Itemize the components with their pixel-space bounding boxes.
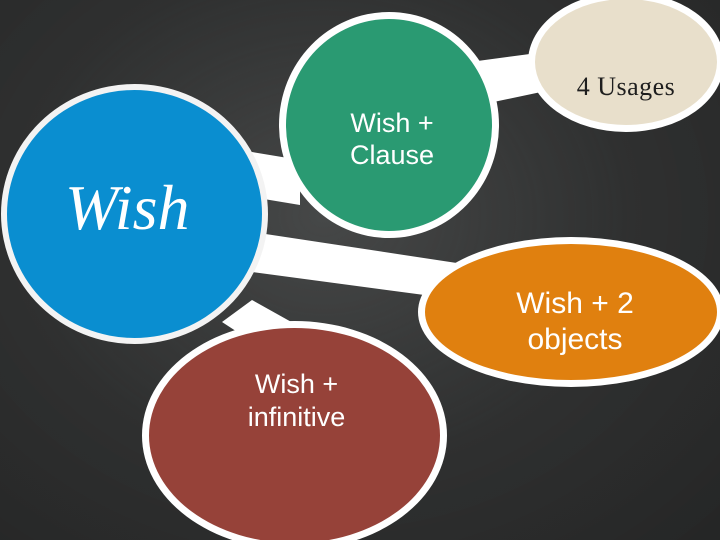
- node-wish-clause: Wish + Clause: [279, 12, 499, 238]
- node-usages-label: 4 Usages: [576, 72, 676, 102]
- node-wish-infinitive: Wish + infinitive: [142, 321, 447, 540]
- node-wish-infinitive-label: Wish + infinitive: [247, 369, 346, 432]
- node-wish-center: Wish: [1, 84, 268, 344]
- node-wish-objects: Wish + 2 objects: [418, 237, 720, 387]
- node-usages: 4 Usages: [528, 0, 720, 132]
- node-wish-objects-label: Wish + 2 objects: [516, 287, 634, 356]
- node-wish-clause-label: Wish + Clause: [349, 107, 435, 170]
- connector-wish-objects: [252, 232, 470, 300]
- node-wish-center-label: Wish: [65, 171, 190, 243]
